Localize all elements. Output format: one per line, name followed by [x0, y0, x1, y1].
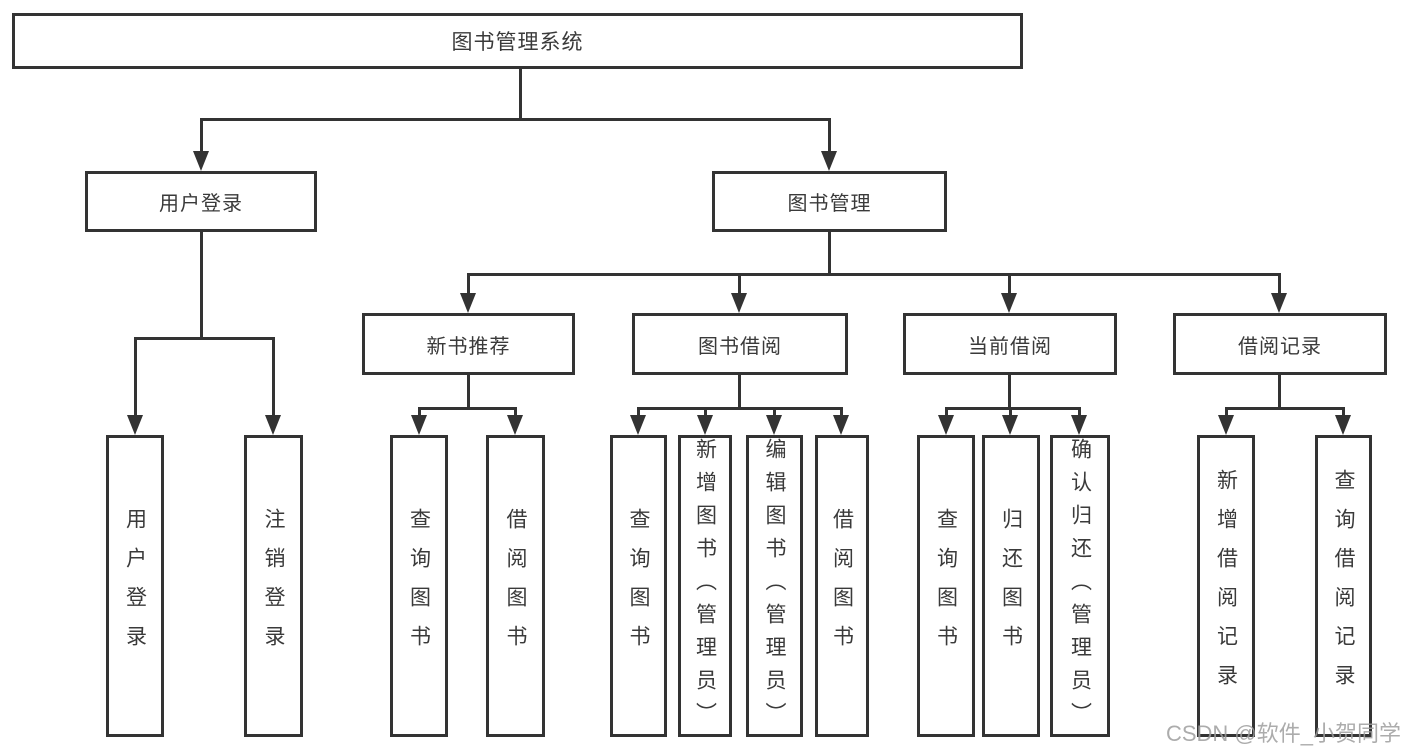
- connector-root-rail: [200, 118, 831, 121]
- arrow-down-icon: [460, 293, 476, 313]
- arrow-down-icon: [507, 415, 523, 435]
- node-label: 借阅记录: [1238, 335, 1322, 358]
- connector-drop: [1225, 407, 1228, 415]
- leaf-query-books-current: 查询图书: [917, 435, 975, 737]
- connector-book-mgmt-stem: [828, 232, 831, 273]
- leaf-user-login: 用户登录: [106, 435, 164, 737]
- leaf-borrow-books: 借阅图书: [815, 435, 869, 737]
- node-root: 图书管理系统: [12, 13, 1023, 69]
- connector-drop: [637, 407, 640, 415]
- leaf-logout: 注销登录: [244, 435, 303, 737]
- leaf-label: 查询图书: [934, 508, 958, 664]
- node-current-borrow: 当前借阅: [903, 313, 1117, 375]
- arrow-down-icon: [833, 415, 849, 435]
- arrow-down-icon: [766, 415, 782, 435]
- node-user-login-label: 用户登录: [159, 193, 243, 215]
- leaf-label: 编辑图书（管理员）: [763, 437, 786, 735]
- csdn-watermark: CSDN @软件_小贺同学: [1165, 721, 1401, 746]
- connector-drop: [467, 273, 470, 293]
- arrow-down-icon: [938, 415, 954, 435]
- connector-rail: [945, 407, 1081, 410]
- leaf-query-books-borrow: 查询图书: [610, 435, 667, 737]
- leaf-label: 查询借阅记录: [1332, 469, 1355, 703]
- arrow-down-icon: [1271, 293, 1287, 313]
- connector-drop: [704, 407, 707, 415]
- connector-drop: [773, 407, 776, 415]
- node-book-mgmt-label: 图书管理: [787, 193, 872, 215]
- node-root-label: 图书管理系统: [451, 31, 584, 54]
- arrow-down-icon: [1001, 293, 1017, 313]
- connector-user-login-rail: [134, 337, 274, 340]
- arrow-down-icon: [411, 415, 427, 435]
- arrow-down-icon: [1218, 415, 1234, 435]
- node-book-mgmt: 图书管理: [712, 171, 947, 232]
- leaf-edit-books-admin: 编辑图书（管理员）: [746, 435, 803, 737]
- connector-drop: [738, 273, 741, 293]
- leaf-label: 归还图书: [999, 508, 1023, 664]
- node-borrow-records: 借阅记录: [1173, 313, 1387, 375]
- arrow-down-icon: [1335, 415, 1351, 435]
- node-user-login: 用户登录: [85, 171, 317, 232]
- connector-stem: [1008, 375, 1011, 407]
- leaf-confirm-return-admin: 确认归还（管理员）: [1050, 435, 1110, 737]
- arrow-down-icon: [821, 151, 837, 171]
- leaf-label: 查询图书: [407, 508, 431, 664]
- node-book-borrow: 图书借阅: [632, 313, 848, 375]
- leaf-query-books-recommend: 查询图书: [390, 435, 448, 737]
- arrow-down-icon: [731, 293, 747, 313]
- connector-rail: [1225, 407, 1345, 410]
- connector-drop: [1278, 273, 1281, 293]
- connector-root-stem: [519, 69, 522, 118]
- arrow-down-icon: [265, 415, 281, 435]
- connector-drop: [1008, 273, 1011, 293]
- arrow-down-icon: [697, 415, 713, 435]
- connector-drop-user-login: [200, 118, 203, 151]
- leaf-label: 查询图书: [627, 508, 650, 664]
- arrow-down-icon: [193, 151, 209, 171]
- arrow-down-icon: [1002, 415, 1018, 435]
- leaf-query-borrow-record: 查询借阅记录: [1315, 435, 1372, 737]
- connector-drop: [840, 407, 843, 415]
- node-label: 当前借阅: [968, 335, 1052, 358]
- connector-drop-book-mgmt: [828, 118, 831, 151]
- connector-stem: [467, 375, 470, 407]
- leaf-label: 借阅图书: [830, 508, 854, 664]
- connector-drop: [514, 407, 517, 415]
- leaf-label: 新增图书（管理员）: [693, 437, 717, 735]
- leaf-label: 注销登录: [262, 508, 285, 664]
- leaf-borrow-books-recommend: 借阅图书: [486, 435, 545, 737]
- connector-drop: [134, 337, 137, 415]
- connector-drop: [272, 337, 275, 415]
- node-label: 新书推荐: [426, 335, 511, 358]
- connector-user-login-stem: [200, 232, 203, 337]
- leaf-add-borrow-record: 新增借阅记录: [1197, 435, 1255, 737]
- leaf-label: 用户登录: [123, 508, 147, 664]
- connector-stem: [1278, 375, 1281, 407]
- connector-drop: [945, 407, 948, 415]
- connector-drop: [1078, 407, 1081, 415]
- connector-drop: [1342, 407, 1345, 415]
- arrow-down-icon: [1071, 415, 1087, 435]
- connector-rail: [418, 407, 517, 410]
- leaf-return-books: 归还图书: [982, 435, 1040, 737]
- leaf-label: 新增借阅记录: [1214, 469, 1238, 703]
- node-label: 图书借阅: [698, 335, 782, 358]
- node-new-book-recommend: 新书推荐: [362, 313, 575, 375]
- connector-drop: [418, 407, 421, 415]
- arrow-down-icon: [630, 415, 646, 435]
- arrow-down-icon: [127, 415, 143, 435]
- leaf-label: 借阅图书: [504, 508, 527, 664]
- leaf-label: 确认归还（管理员）: [1068, 437, 1092, 735]
- connector-rail: [637, 407, 843, 410]
- connector-drop: [1009, 407, 1012, 415]
- leaf-add-books-admin: 新增图书（管理员）: [678, 435, 732, 737]
- connector-book-mgmt-rail: [467, 273, 1280, 276]
- connector-stem: [738, 375, 741, 407]
